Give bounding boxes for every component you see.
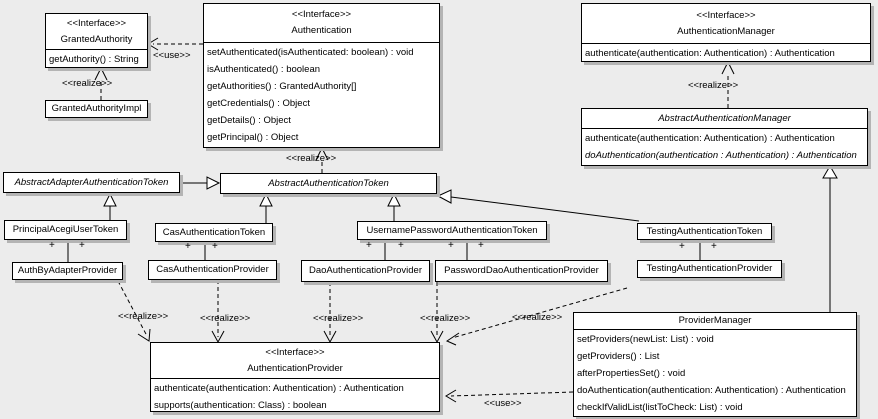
class-method: getProviders() : List xyxy=(577,351,660,362)
class-abstract-authentication-token: AbstractAuthenticationToken xyxy=(220,173,437,194)
realize-edge-label: <<realize>> xyxy=(118,311,169,322)
class-method: setAuthenticated(isAuthenticated: boolea… xyxy=(207,47,414,58)
use-edge-label: <<use>> xyxy=(153,50,191,61)
class-name: TestingAuthenticationToken xyxy=(646,225,763,237)
association-plus: + xyxy=(478,240,484,251)
class-name: AuthenticationManager xyxy=(677,25,775,37)
class-authentication-manager: <<Interface>> AuthenticationManager auth… xyxy=(581,3,871,62)
class-abstract-adapter-authentication-token: AbstractAdapterAuthenticationToken xyxy=(3,172,180,193)
association-plus: + xyxy=(448,240,454,251)
association-plus: + xyxy=(212,241,218,252)
class-method: getPrincipal() : Object xyxy=(207,132,299,143)
realize-edge-label: <<realize>> xyxy=(420,313,471,324)
class-testing-authentication-token: TestingAuthenticationToken xyxy=(637,223,772,240)
realize-edge-label: <<realize>> xyxy=(200,313,251,324)
class-name: Authentication xyxy=(291,25,352,36)
use-edge-label: <<use>> xyxy=(484,398,522,409)
class-username-password-authentication-token: UsernamePasswordAuthenticationToken xyxy=(357,221,547,240)
class-method: setProviders(newList: List) : void xyxy=(577,334,714,345)
generalization-arrowheads xyxy=(103,165,838,207)
class-method: authenticate(authentication: Authenticat… xyxy=(585,133,835,144)
class-method: afterPropertiesSet() : void xyxy=(577,368,686,379)
class-method: isAuthenticated() : boolean xyxy=(207,64,321,75)
class-dao-authentication-provider: DaoAuthenticationProvider xyxy=(301,260,430,282)
class-name: AuthenticationProvider xyxy=(247,362,343,374)
class-name: AbstractAuthenticationToken xyxy=(268,177,389,189)
class-name: UsernamePasswordAuthenticationToken xyxy=(366,224,538,236)
class-authentication: <<Interface>> Authentication setAuthenti… xyxy=(203,3,440,148)
association-plus: + xyxy=(185,241,191,252)
class-name: AbstractAdapterAuthenticationToken xyxy=(14,176,169,188)
association-plus: + xyxy=(711,241,717,252)
association-plus: + xyxy=(49,240,55,251)
class-name: DaoAuthenticationProvider xyxy=(308,265,422,276)
class-method: supports(authentication: Class) : boolea… xyxy=(154,400,327,411)
class-method: authenticate(authentication: Authenticat… xyxy=(585,48,835,59)
class-name: CasAuthenticationProvider xyxy=(156,264,269,275)
class-method: getDetails() : Object xyxy=(207,115,291,126)
class-principal-acegi-user-token: PrincipalAcegiUserToken xyxy=(4,220,127,240)
class-stereotype: <<Interface>> xyxy=(291,9,352,20)
class-authentication-provider: <<Interface>> AuthenticationProvider aut… xyxy=(150,342,440,412)
class-provider-manager: ProviderManager setProviders(newList: Li… xyxy=(573,312,857,417)
association-plus: + xyxy=(366,240,372,251)
class-granted-authority: <<Interface>> GrantedAuthority getAuthor… xyxy=(45,13,148,68)
class-method: checkIfValidList(listToCheck: List) : vo… xyxy=(577,402,743,413)
class-stereotype: <<Interface>> xyxy=(66,17,127,29)
class-password-dao-authentication-provider: PasswordDaoAuthenticationProvider xyxy=(435,260,608,282)
class-method: getAuthorities() : GrantedAuthority[] xyxy=(207,81,357,92)
association-plus: + xyxy=(679,241,685,252)
class-name: GrantedAuthorityImpl xyxy=(51,103,142,114)
class-method: getCredentials() : Object xyxy=(207,98,310,109)
class-name: CasAuthenticationToken xyxy=(162,226,266,238)
realize-edge-label: <<realize>> xyxy=(62,78,113,89)
class-method: doAuthentication(authentication: Authent… xyxy=(577,385,846,396)
class-name: PasswordDaoAuthenticationProvider xyxy=(444,265,599,276)
class-cas-authentication-token: CasAuthenticationToken xyxy=(155,223,273,242)
class-method: getAuthority() : String xyxy=(49,54,139,65)
association-plus: + xyxy=(79,240,85,251)
class-name: PrincipalAcegiUserToken xyxy=(12,224,119,235)
class-name: AbstractAuthenticationManager xyxy=(658,112,791,124)
association-plus: + xyxy=(398,240,404,251)
class-testing-authentication-provider: TestingAuthenticationProvider xyxy=(637,260,782,278)
class-cas-authentication-provider: CasAuthenticationProvider xyxy=(148,260,277,280)
class-name: TestingAuthenticationProvider xyxy=(646,263,773,274)
class-stereotype: <<Interface>> xyxy=(696,9,756,21)
class-granted-authority-impl: GrantedAuthorityImpl xyxy=(45,100,148,118)
class-auth-by-adapter-provider: AuthByAdapterProvider xyxy=(12,262,123,280)
class-stereotype: <<Interface>> xyxy=(265,346,325,358)
realize-edge-label: <<realize>> xyxy=(286,153,337,164)
class-method: doAuthentication(authentication : Authen… xyxy=(585,150,857,161)
realize-edge-label: <<realize>> xyxy=(688,80,739,91)
realize-edge-label: <<realize>> xyxy=(313,313,364,324)
class-method: authenticate(authentication: Authenticat… xyxy=(154,383,404,394)
class-abstract-authentication-manager: AbstractAuthenticationManager authentica… xyxy=(581,108,868,166)
class-name: GrantedAuthority xyxy=(60,33,133,45)
class-name: AuthByAdapterProvider xyxy=(17,265,118,276)
realize-edge-label: <<realize>> xyxy=(512,312,563,323)
class-name: ProviderManager xyxy=(678,315,752,326)
